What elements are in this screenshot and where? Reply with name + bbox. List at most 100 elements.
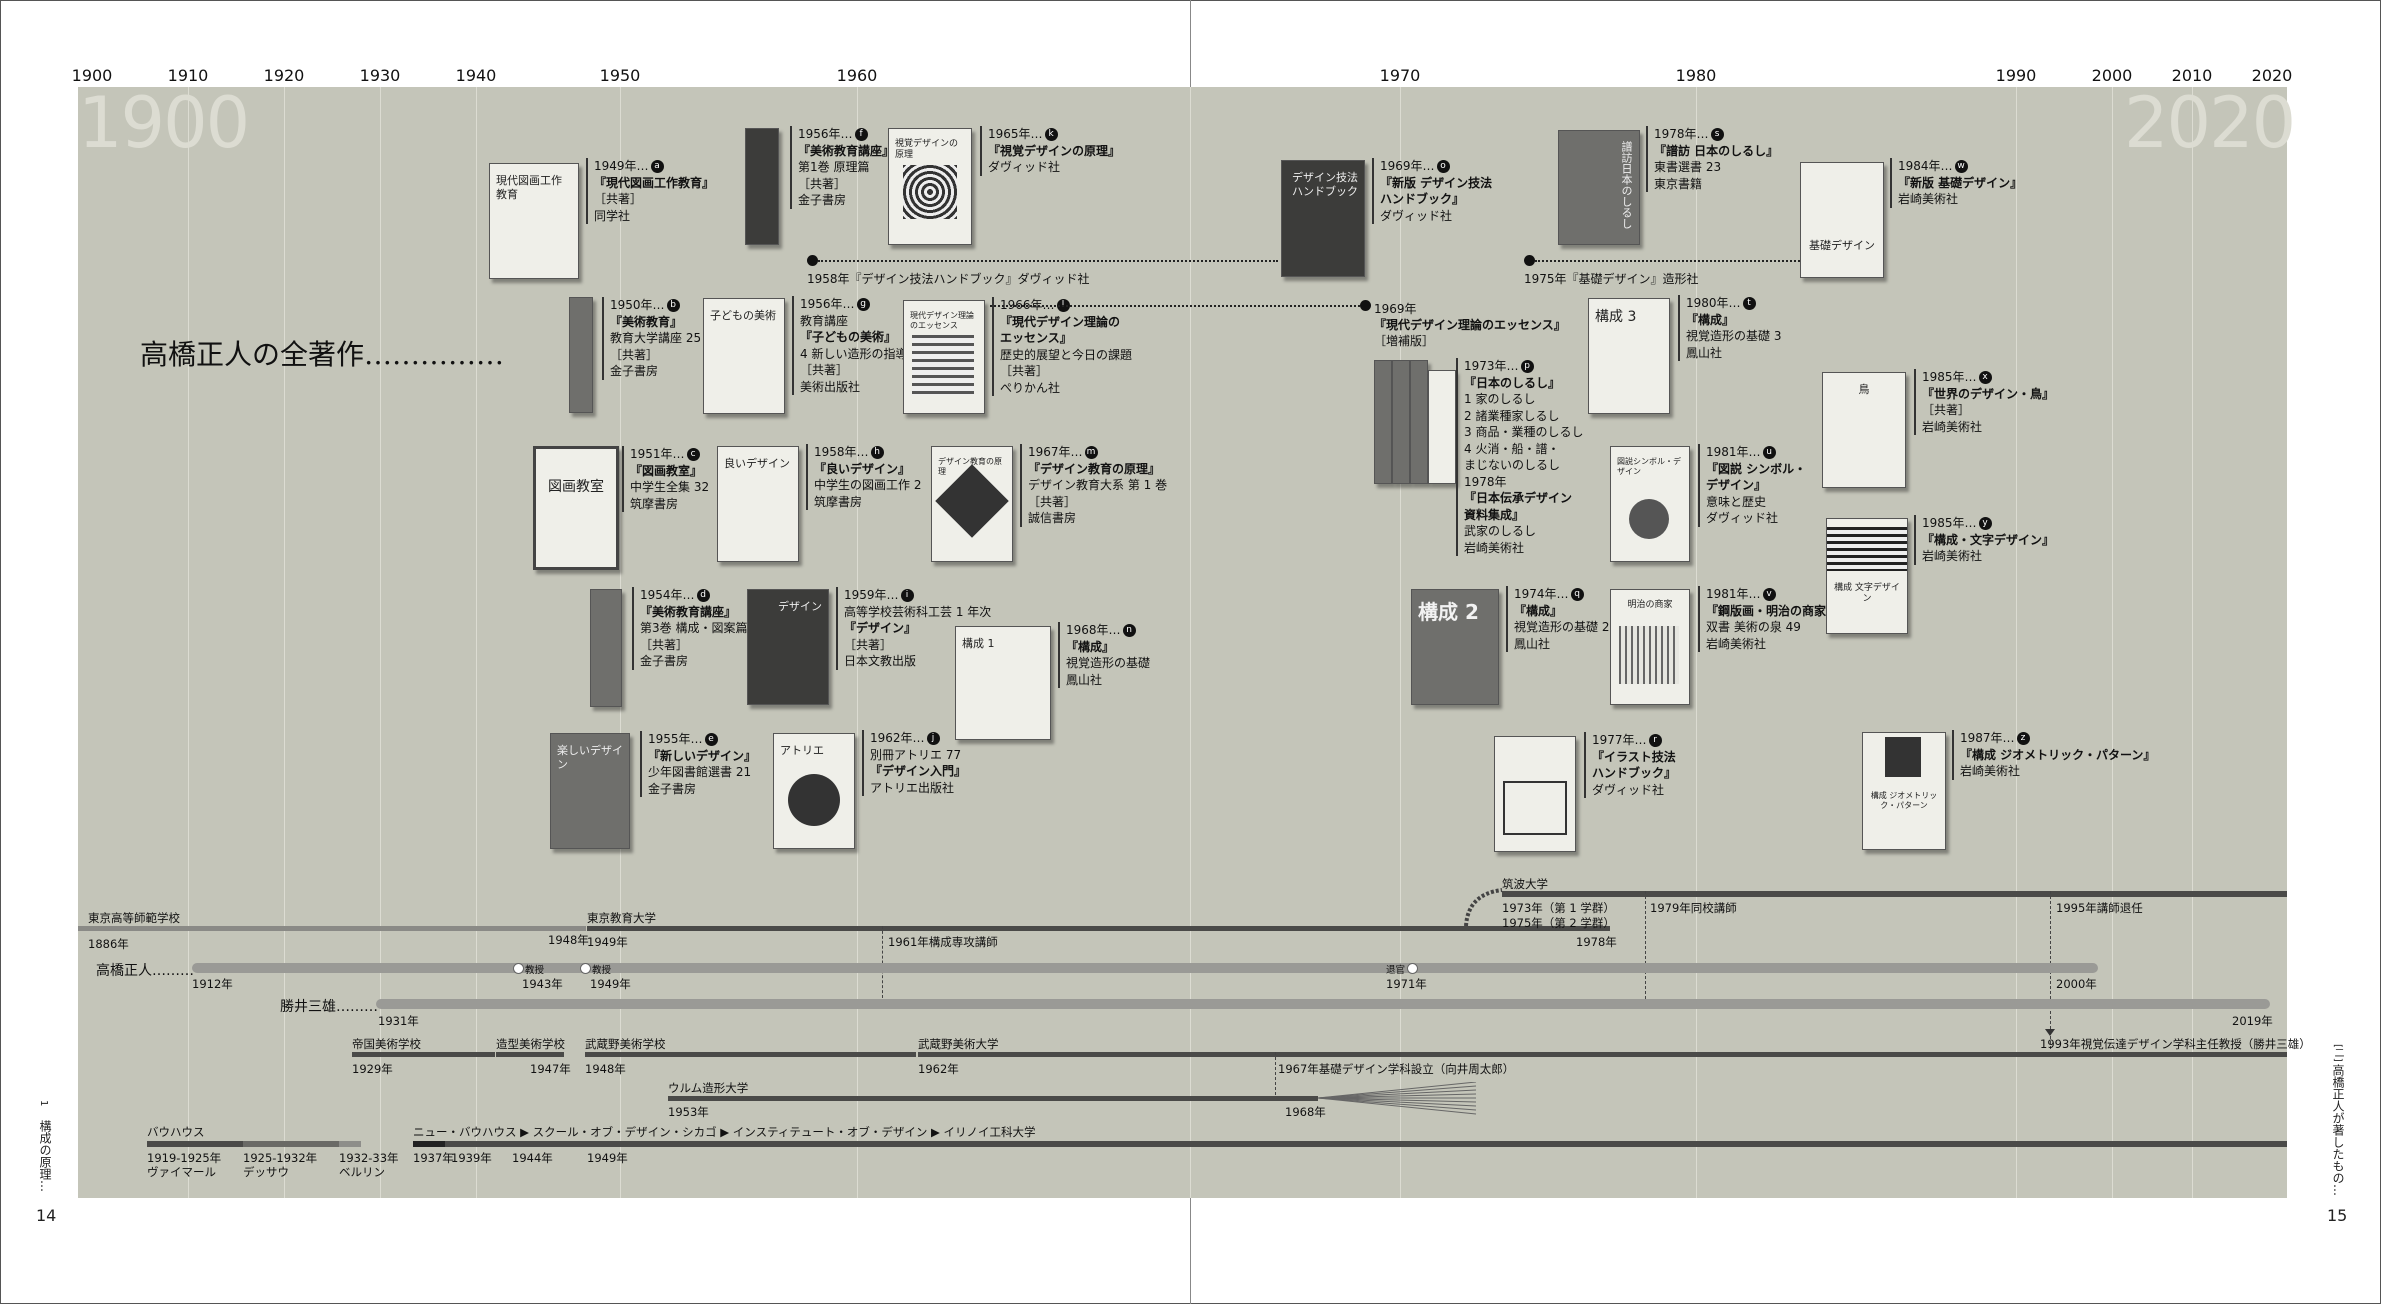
entry-line: 『世界のデザイン・鳥』 xyxy=(1922,386,2055,401)
tl-1979: 1979年同校講師 xyxy=(1650,901,1737,915)
tl-tsukuba-arc xyxy=(1464,888,1503,926)
grid-line xyxy=(380,87,381,1198)
cover-graphic xyxy=(788,774,840,826)
entry-line: まじないのしるし xyxy=(1464,458,1561,472)
axis-tick-1980: 1980 xyxy=(1675,66,1717,85)
entry-line: 誠信書房 xyxy=(1028,511,1077,525)
book-cover-l: 現代デザイン理論のエッセンス xyxy=(903,300,985,414)
entry-year: 1951年… xyxy=(630,447,685,461)
entry-line: 中学生全集 32 xyxy=(630,480,710,494)
entry-line: アトリエ出版社 xyxy=(870,780,955,795)
entry-letter: p xyxy=(1520,360,1534,373)
entry-line: 金子書房 xyxy=(648,781,697,796)
entry-letter: x xyxy=(1978,371,1992,384)
entry-line: 少年図書館選書 21 xyxy=(648,765,752,779)
entry-line: 第3巻 構成・図案篇 xyxy=(640,621,748,635)
entry-letter: v xyxy=(1762,588,1776,601)
entry-letter: c xyxy=(686,448,700,461)
entry-line: 視覚造形の基礎 2 xyxy=(1514,620,1610,634)
entry-line: 金子書房 xyxy=(798,193,847,207)
tl-kyoju1: 教授 xyxy=(525,965,545,976)
book-cover-p1 xyxy=(1374,360,1392,484)
entry-line: 『日本のしるし』 xyxy=(1464,375,1561,390)
book-cover-z: 構成 ジオメトリック・パターン xyxy=(1862,732,1946,850)
ghost-year-start: 1900 xyxy=(78,82,250,164)
grid-line xyxy=(188,87,189,1198)
tl-taikan: 退官 xyxy=(1386,965,1406,976)
cover-title: 現代図画工作教育 xyxy=(496,174,562,201)
tl-1961: 1961年構成専攻講師 xyxy=(888,935,998,949)
tl-bar-katsui xyxy=(376,999,2270,1009)
tl-1971: 1971年 xyxy=(1386,977,1427,991)
entry-line: 『イラスト技法 xyxy=(1592,749,1676,764)
entry-letter: a xyxy=(650,160,664,173)
book-cover-a: 現代図画工作教育 xyxy=(489,163,579,279)
tl-teikoku: 帝国美術学校 xyxy=(352,1037,421,1051)
book-cover-y: 構成 文字デザイン xyxy=(1826,518,1908,634)
entry-letter: r xyxy=(1648,734,1662,747)
entry-letter: u xyxy=(1762,446,1776,459)
book-cover-f xyxy=(745,128,779,245)
tl-dash-1979 xyxy=(1645,891,1646,999)
side-left-num: 1 xyxy=(38,1100,49,1107)
tl-bar-musashino-daigaku xyxy=(918,1052,2287,1057)
book-cover-e: 楽しいデザイン xyxy=(550,733,630,849)
entry-letter: o xyxy=(1436,160,1450,173)
entry-letter: b xyxy=(666,299,680,312)
axis-tick-1920: 1920 xyxy=(263,66,305,85)
tl-bauhaus-1p: ヴァイマール xyxy=(147,1165,216,1179)
tl-1943: 1943年 xyxy=(522,977,563,991)
cover-graphic xyxy=(903,165,957,219)
book-cover-t: 構成 3 xyxy=(1588,298,1670,414)
tl-bar-takahashi xyxy=(192,963,2098,973)
tl-dash-1967 xyxy=(1275,1052,1276,1100)
cover-graphic xyxy=(1885,737,1921,777)
entry-line: 視覚造形の基礎 3 xyxy=(1686,329,1782,343)
entry-letter: w xyxy=(1954,160,1968,173)
entry-line: ダヴィッド社 xyxy=(1706,511,1779,525)
entry-year: 1950年… xyxy=(610,298,665,312)
tl-1962: 1962年 xyxy=(918,1062,959,1076)
book-cover-w: 基礎デザイン xyxy=(1800,162,1884,278)
book-entry-u: 1981年…u『図説 シンボル・デザイン』意味と歴史ダヴィッド社 xyxy=(1698,444,1806,527)
cover-graphic xyxy=(1629,499,1669,539)
book-cover-q: 構成 2 xyxy=(1411,589,1499,705)
cover-title: 構成 1 xyxy=(962,637,995,650)
tl-2000: 2000年 xyxy=(2056,977,2097,991)
entry-line: 『美術教育』 xyxy=(610,314,683,329)
entry-line: 1978年 xyxy=(1464,474,1507,489)
tl-bar-newbauhaus-1 xyxy=(413,1141,445,1147)
book-entry-m: 1967年…m『デザイン教育の原理』デザイン教育大系 第 1 巻［共著］誠信書房 xyxy=(1020,444,1167,527)
entry-line: ［共著］ xyxy=(640,637,689,652)
book-cover-n: 構成 1 xyxy=(955,626,1051,740)
page-number-left: 14 xyxy=(36,1206,57,1225)
entry-line: ［共著］ xyxy=(1922,403,1971,417)
book-cover-c: 図画教室 xyxy=(533,446,619,570)
book-entry-b: 1950年…b『美術教育』教育大学講座 25［共著］金子書房 xyxy=(602,297,701,380)
entry-line: 『良いデザイン』 xyxy=(814,461,911,476)
axis-tick-1910: 1910 xyxy=(167,66,209,85)
note-dotline xyxy=(1535,260,1800,262)
cover-title: 構成 2 xyxy=(1418,600,1479,624)
entry-line: 『構成・文字デザイン』 xyxy=(1922,532,2055,547)
cover-title: 子どもの美術 xyxy=(710,309,776,322)
grid-line xyxy=(2016,87,2017,1198)
entry-line: 教育大学講座 25 xyxy=(610,331,702,345)
entry-line: 『デザイン』 xyxy=(844,621,917,635)
entry-line: 第1巻 原理篇 xyxy=(798,160,870,174)
entry-line: 金子書房 xyxy=(640,654,689,668)
entry-line: ［共著］ xyxy=(1028,494,1077,509)
entry-letter: y xyxy=(1978,517,1992,530)
ghost-year-end: 2020 xyxy=(2124,82,2296,164)
entry-line: 岩崎美術社 xyxy=(1464,540,1525,555)
axis-tick-2020: 2020 xyxy=(2251,66,2293,85)
tl-1948b: 1948年 xyxy=(585,1062,626,1076)
book-cover-r xyxy=(1494,736,1576,852)
entry-line: 同学社 xyxy=(594,208,631,223)
